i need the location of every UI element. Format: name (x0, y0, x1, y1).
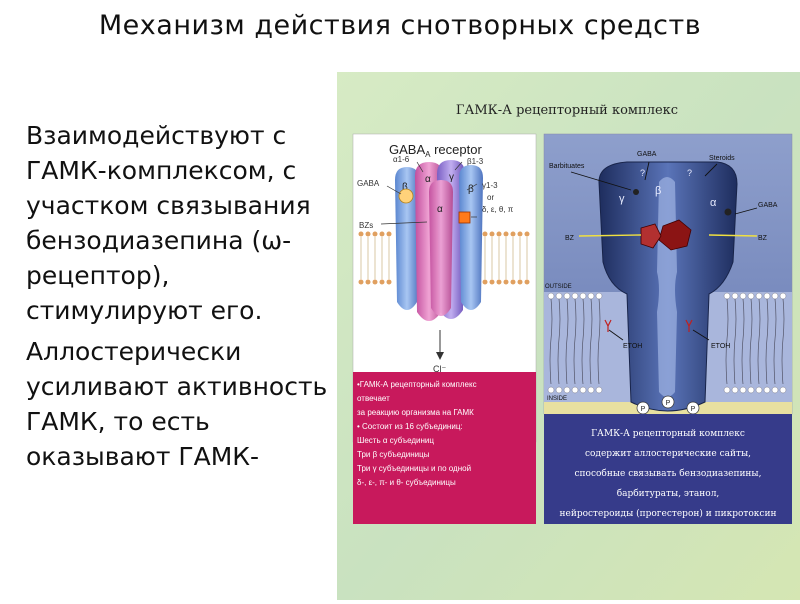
paragraph-2: Аллостерически усиливают активность ГАМК… (26, 337, 328, 471)
left-label-alts: δ, ε, θ, π (482, 205, 514, 214)
right-receptor-diagram: γ β α ? ? P P P (543, 133, 793, 415)
right-label-etoh-right: ETOH (711, 343, 730, 350)
red-line-4: • Состоит из 16 субъединиц: (357, 422, 463, 431)
left-subunit-alpha-2: α (437, 204, 443, 215)
blue-line-1: ГАМК-А рецепторный комплекс (591, 429, 745, 439)
left-label-g13: γ1-3 (482, 181, 498, 190)
bz-binding-site (458, 211, 471, 224)
right-subunit-alpha: α (710, 197, 717, 209)
red-info-box: •ГАМК-А рецепторный комплекс отвечает за… (353, 372, 536, 524)
blue-line-3: способные связывать бензодиазепины, (575, 468, 762, 479)
left-title-main: GABA (389, 142, 425, 157)
blue-info-box: ГАМК-А рецепторный комплекс содержит алл… (544, 414, 792, 524)
p-label-3: P (691, 406, 696, 413)
gaba-receptor-figure: ГАМК-А рецепторный комплекс GABAA recept… (337, 72, 800, 600)
right-label-bz-right: BZ (758, 235, 768, 242)
left-label-bzs: BZs (359, 221, 373, 230)
right-subunit-beta: β (655, 185, 661, 197)
p-label-2: P (666, 400, 671, 407)
red-line-5: Шесть α субъединиц (357, 436, 434, 445)
left-subunit-gamma: γ (449, 172, 454, 183)
red-line-2: отвечает (357, 394, 390, 403)
p-label-1: P (641, 406, 646, 413)
figure-header: ГАМК-А рецепторный комплекс (456, 103, 678, 118)
left-subunit-alpha-1: α (425, 174, 431, 185)
red-line-6: Три β субъединицы (357, 450, 430, 459)
left-label-b13: β1-3 (467, 157, 484, 166)
left-label-a16: α1-6 (393, 155, 410, 164)
blue-line-4: барбитураты, этанол, (617, 488, 720, 499)
red-line-7: Три γ субъединицы и по одной (357, 464, 471, 473)
right-label-bz-left: BZ (565, 235, 575, 242)
right-q1: ? (640, 168, 645, 178)
left-subunit-beta-2: β (468, 184, 474, 195)
right-label-gaba-right: GABA (758, 202, 778, 209)
right-label-gaba-top: GABA (637, 151, 657, 158)
blue-line-5: нейростероиды (прогестерон) и пикротокси… (560, 508, 777, 519)
body-text: Взаимодействуют с ГАМК-комплексом, с уча… (26, 118, 346, 480)
left-label-gaba: GABA (357, 179, 380, 188)
right-q2: ? (687, 168, 692, 178)
right-label-barbiturates: Barbituates (549, 163, 585, 170)
blue-line-2: содержит аллостерические сайты, (585, 449, 751, 459)
right-label-steroids: Steroids (709, 155, 735, 162)
red-line-8: δ-, ε-, π- и θ- субъединицы (357, 478, 456, 487)
red-line-1: •ГАМК-А рецепторный комплекс (357, 380, 477, 389)
slide-title: Механизм действия снотворных средств (98, 10, 702, 41)
left-label-cl: Cl⁻ (433, 364, 446, 374)
left-subunit-beta-1: β (402, 182, 408, 193)
red-line-3: за реакцию организма на ГАМК (357, 408, 474, 417)
left-title-rest: receptor (430, 142, 482, 157)
left-title-sub: A (425, 150, 431, 159)
right-subunit-gamma: γ (619, 193, 625, 205)
right-label-inside: INSIDE (547, 396, 567, 402)
bz-site-marker (658, 219, 692, 251)
left-label-or: or (487, 193, 494, 202)
gaba-binding-site (398, 188, 414, 204)
right-label-etoh-left: ETOH (623, 343, 642, 350)
paragraph-1: Взаимодействуют с ГАМК-комплексом, с уча… (26, 121, 311, 325)
right-label-outside: OUTSIDE (545, 284, 572, 290)
svg-text:GABAA receptor: GABAA receptor (389, 142, 482, 159)
